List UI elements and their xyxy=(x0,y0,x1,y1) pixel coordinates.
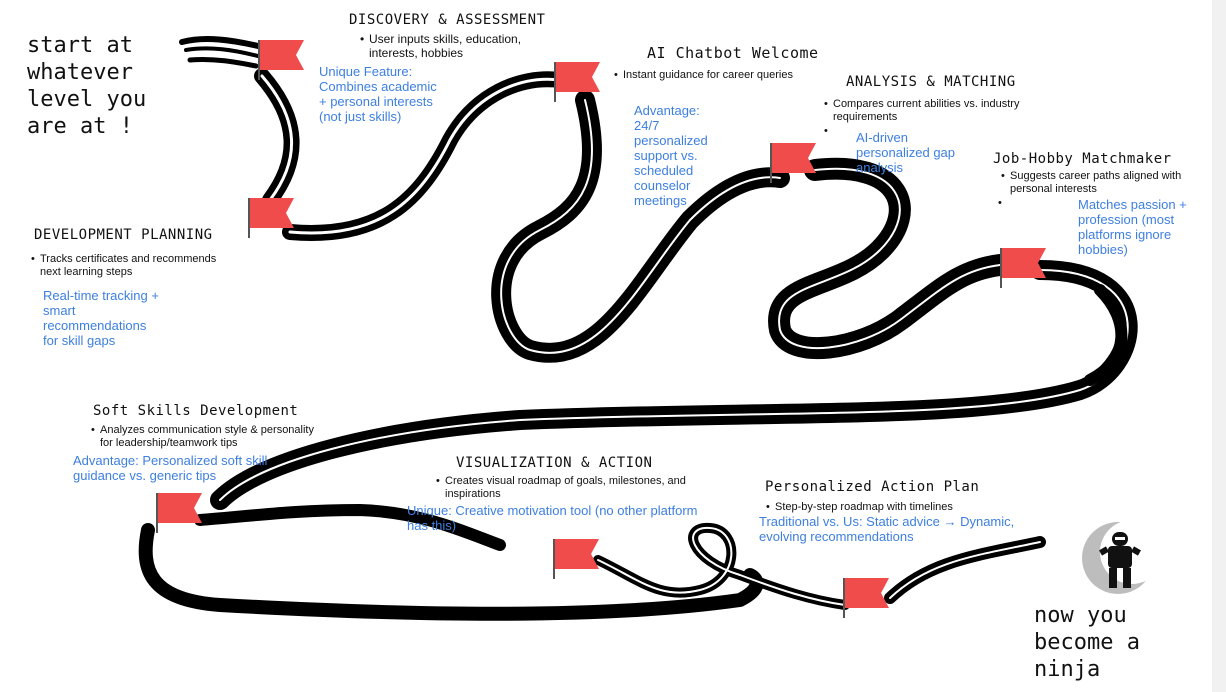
matchmaker-title: Job-Hobby Matchmaker xyxy=(993,151,1172,167)
red-flag-icon xyxy=(554,62,600,102)
red-flag-icon xyxy=(258,40,304,80)
analysis-bullet: Compares current abilities vs. industry … xyxy=(824,98,1053,124)
discovery-bullet: User inputs skills, education, interests… xyxy=(360,32,559,60)
red-flag-icon xyxy=(1000,248,1046,288)
visualization-note: Unique: Creative motivation tool (no oth… xyxy=(407,503,698,533)
development-title: DEVELOPMENT PLANNING xyxy=(34,227,213,243)
action-plan-title: Personalized Action Plan xyxy=(765,479,980,495)
soft-skills-title: Soft Skills Development xyxy=(93,403,299,419)
matchmaker-bullet: Suggests career paths aligned with perso… xyxy=(1001,170,1225,196)
action-plan-bullet: Step-by-step roadmap with timelines xyxy=(766,501,1005,514)
soft-skills-bullet: Analyzes communication style & personali… xyxy=(91,424,315,450)
analysis-title: ANALYSIS & MATCHING xyxy=(846,74,1016,90)
chatbot-note: Advantage: 24/7 personalized support vs.… xyxy=(634,103,708,208)
ninja-on-moon-icon xyxy=(1082,520,1160,594)
red-flag-icon xyxy=(770,143,816,183)
development-bullet: Tracks certificates and recommends next … xyxy=(31,253,240,279)
visualization-bullet: Creates visual roadmap of goals, milesto… xyxy=(436,475,715,501)
matchmaker-note: Matches passion + profession (most platf… xyxy=(1078,197,1187,257)
discovery-title: DISCOVERY & ASSESSMENT xyxy=(349,12,546,28)
visualization-title: VISUALIZATION & ACTION xyxy=(456,455,653,471)
chatbot-title: AI Chatbot Welcome xyxy=(647,44,819,62)
red-flag-icon xyxy=(843,578,889,618)
intro-text: start at whatever level you are at ! xyxy=(27,33,147,139)
discovery-note: Unique Feature: Combines academic + pers… xyxy=(319,64,437,124)
outro-text: now you become a ninja xyxy=(1034,603,1140,682)
analysis-note: AI-driven personalized gap analysis xyxy=(856,130,956,175)
development-note: Real-time tracking + smart recommendatio… xyxy=(43,288,159,348)
soft-skills-note: Advantage: Personalized soft skill guida… xyxy=(73,453,268,483)
chatbot-bullet: Instant guidance for career queries xyxy=(614,69,823,82)
red-flag-icon xyxy=(553,539,599,579)
red-flag-icon xyxy=(156,493,202,533)
scrollbar[interactable] xyxy=(1212,0,1226,692)
action-plan-note: Traditional vs. Us: Static advice → Dyna… xyxy=(759,514,1015,544)
red-flag-icon xyxy=(248,198,294,238)
